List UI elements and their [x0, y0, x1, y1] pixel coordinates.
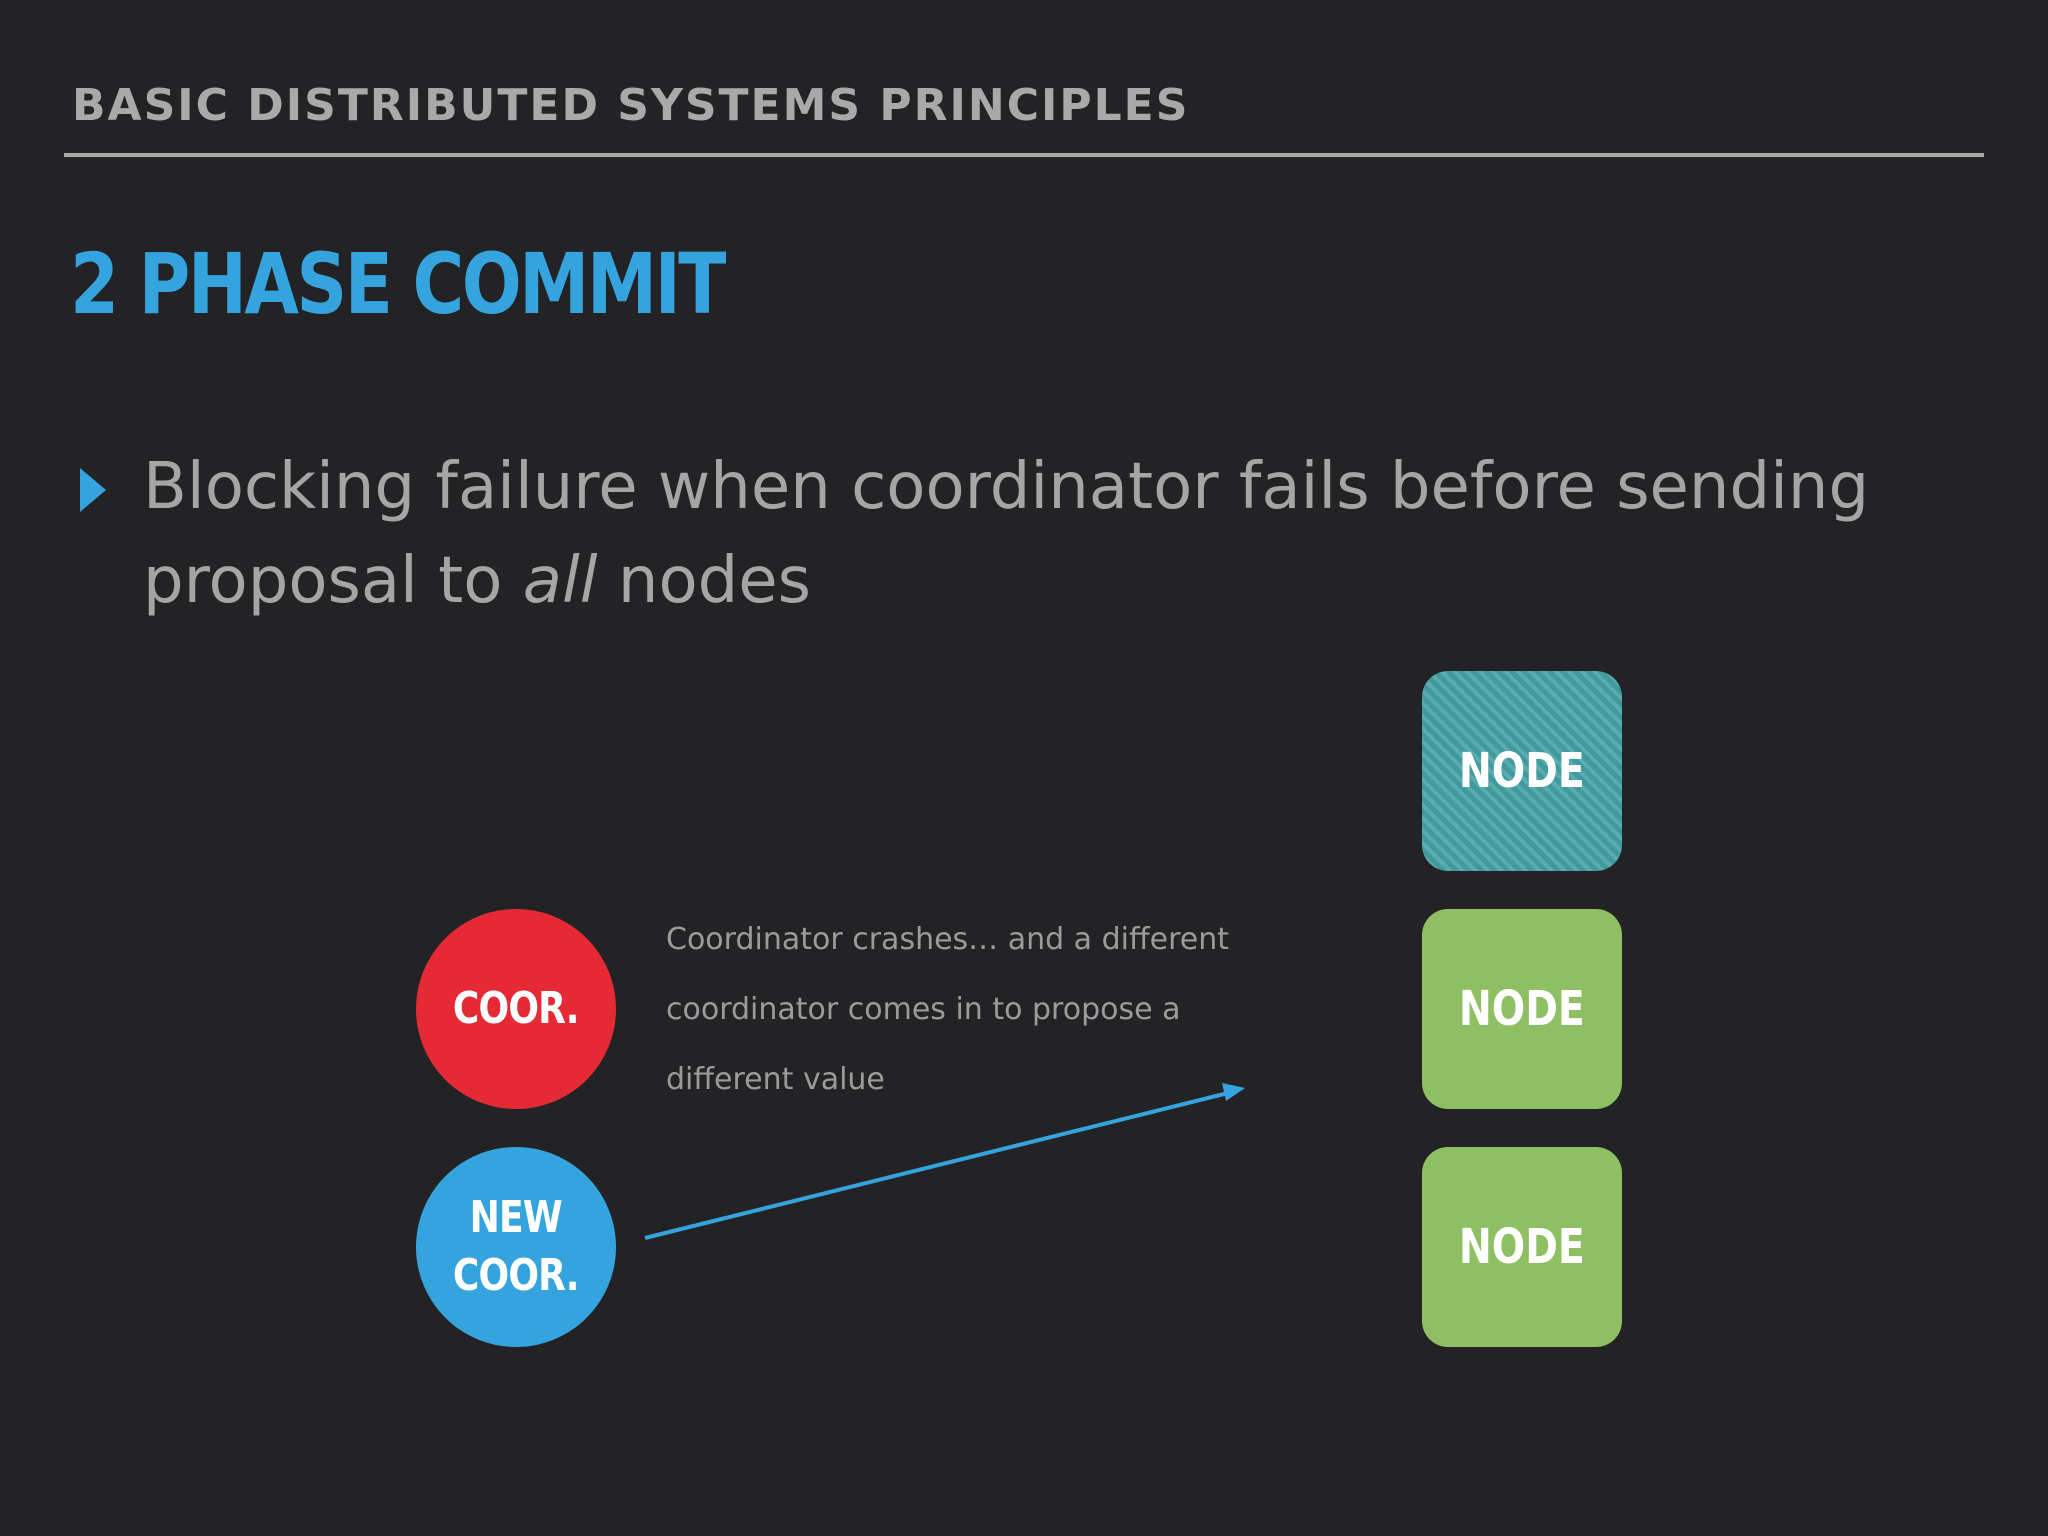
new-coordinator-label-line-1: NEW: [469, 1192, 563, 1243]
node-box: NODE: [1422, 1147, 1622, 1347]
bullet-line-2-start: proposal to: [143, 544, 523, 618]
node-label: NODE: [1459, 981, 1585, 1037]
bullet-point: Blocking failure when coordinator fails …: [143, 440, 1943, 628]
bullet-triangle-icon: [80, 468, 106, 512]
node-box-hatched: NODE: [1422, 671, 1622, 871]
coordinator-label: COOR.: [453, 983, 580, 1034]
bullet-line-2: proposal to all nodes: [143, 534, 1943, 628]
slide-title: 2 PHASE COMMIT: [70, 235, 726, 333]
slide-header: BASIC DISTRIBUTED SYSTEMS PRINCIPLES: [72, 80, 1190, 131]
annotation-line-2: coordinator comes in to propose a: [666, 992, 1181, 1027]
node-label: NODE: [1459, 1219, 1585, 1275]
bullet-line-1: Blocking failure when coordinator fails …: [143, 450, 1870, 524]
new-coordinator-circle: NEW COOR.: [416, 1147, 616, 1347]
bullet-line-2-end: nodes: [597, 544, 811, 618]
annotation-line-1: Coordinator crashes… and a different: [666, 922, 1230, 957]
crash-annotation: Coordinator crashes… and a different coo…: [666, 905, 1286, 1115]
node-box: NODE: [1422, 909, 1622, 1109]
new-coordinator-label: NEW COOR.: [439, 1189, 593, 1305]
header-divider: [64, 153, 1984, 157]
new-coordinator-label-line-2: COOR.: [453, 1250, 580, 1301]
node-label: NODE: [1459, 743, 1585, 799]
annotation-line-3: different value: [666, 1062, 885, 1097]
bullet-emphasis: all: [522, 544, 598, 618]
coordinator-circle: COOR.: [416, 909, 616, 1109]
